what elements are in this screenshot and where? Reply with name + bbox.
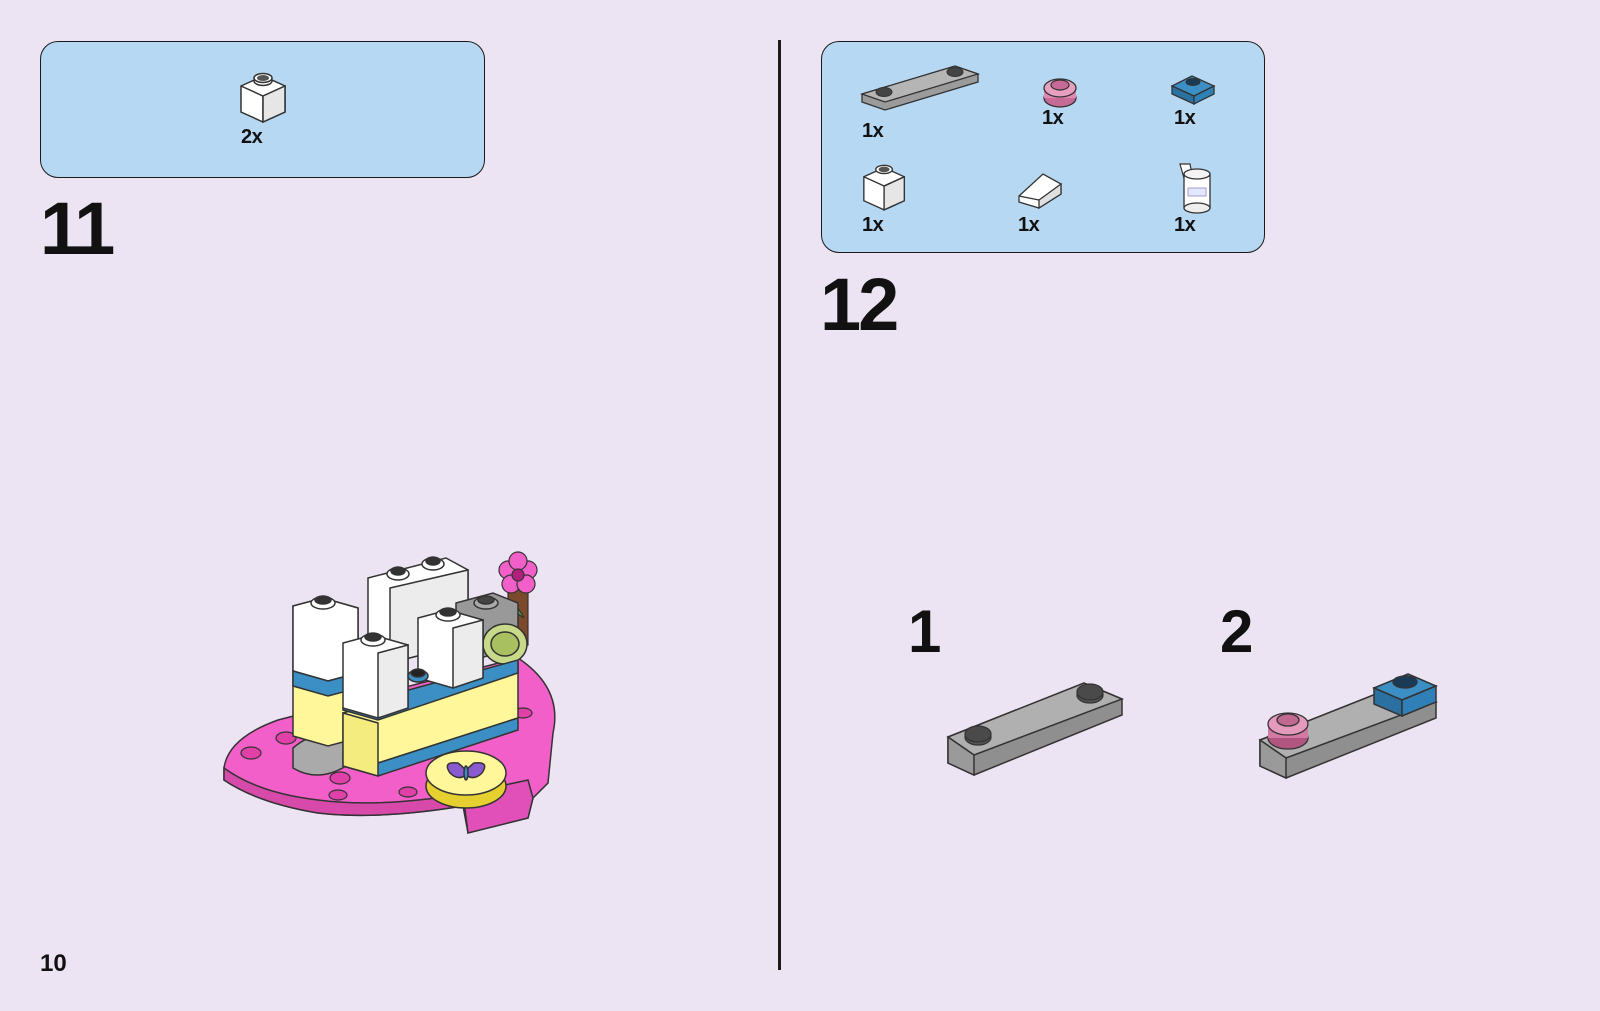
substep-2-assembly-illustration bbox=[1256, 660, 1442, 785]
blue-tile-1x1-icon bbox=[1170, 70, 1216, 108]
part-qty: 1x bbox=[1174, 107, 1195, 130]
parts-box-step-11: 2x bbox=[40, 41, 485, 178]
part-qty: 1x bbox=[862, 120, 883, 143]
white-brick-1x1-icon bbox=[862, 160, 908, 212]
part-qty: 1x bbox=[1042, 107, 1063, 130]
substep-number-1: 1 bbox=[908, 602, 941, 662]
page-number: 10 bbox=[40, 952, 67, 976]
white-slope-icon bbox=[1017, 170, 1065, 212]
substep-number-2: 2 bbox=[1220, 602, 1253, 662]
part-qty: 2x bbox=[241, 126, 262, 149]
white-brick-1x1-icon bbox=[239, 68, 289, 124]
part-qty: 1x bbox=[1018, 214, 1039, 237]
step-number-11: 11 bbox=[40, 192, 112, 266]
page-divider bbox=[778, 40, 781, 970]
white-cup-icon bbox=[1174, 160, 1218, 214]
part-qty: 1x bbox=[862, 214, 883, 237]
step-number-12: 12 bbox=[820, 268, 896, 342]
pink-round-stud-icon bbox=[1040, 74, 1080, 110]
parts-box-step-12: 1x 1x 1x 1x 1x 1x bbox=[821, 41, 1265, 253]
step-11-assembly-illustration bbox=[218, 548, 563, 853]
gray-plate-1x4-icon bbox=[944, 675, 1126, 785]
gray-plate-1x4-icon bbox=[860, 54, 980, 104]
part-qty: 1x bbox=[1174, 214, 1195, 237]
